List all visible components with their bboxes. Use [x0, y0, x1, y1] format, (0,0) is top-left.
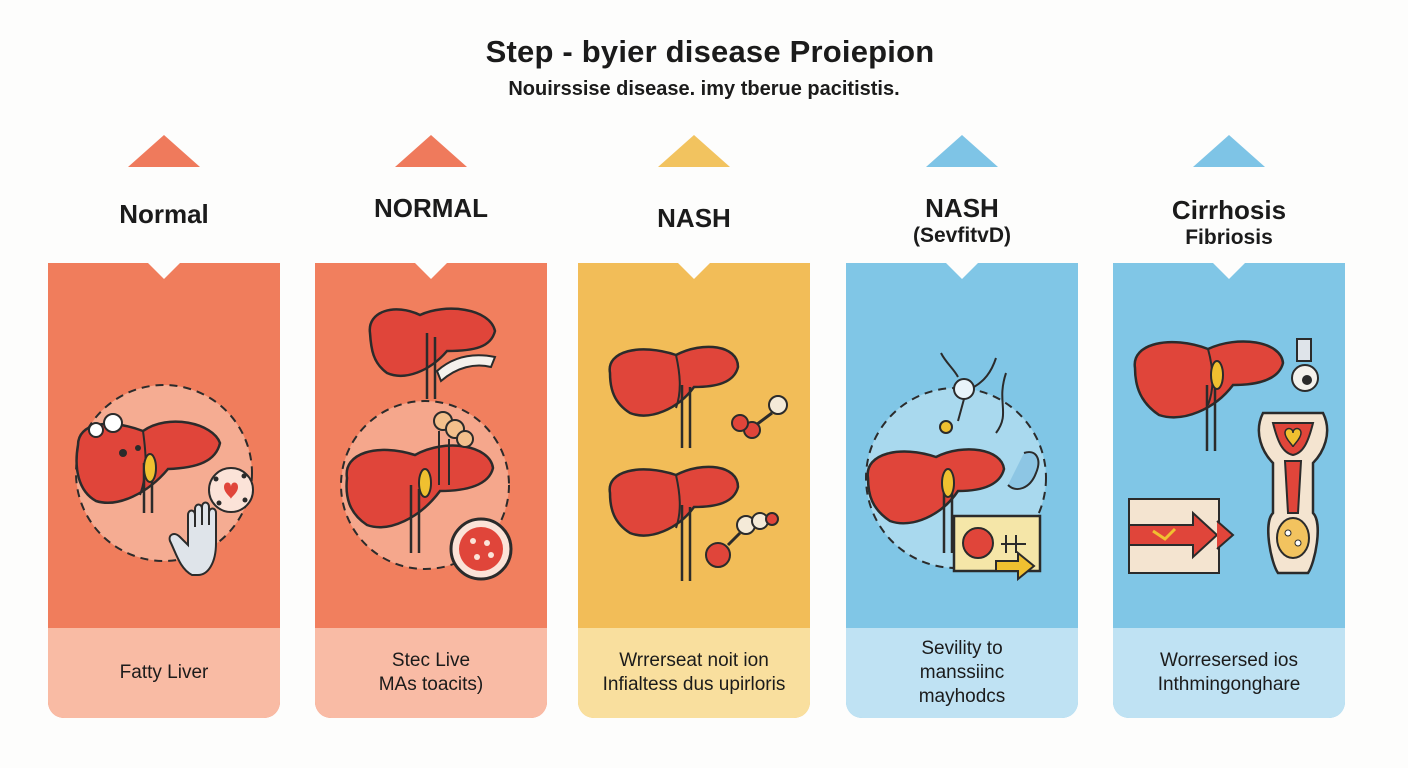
stage-footer-line: Worresersed ios [1160, 650, 1298, 671]
nash-illustration [608, 345, 788, 581]
stage-marker-triangle [128, 135, 200, 167]
stage-footer: Worresersed ios Inthmingonghare [1113, 628, 1345, 718]
probe-icon-2 [705, 512, 779, 568]
page-subtitle: Nouirssise disease. imy tberue pacitisti… [508, 78, 900, 100]
fatty-liver-illustration [75, 384, 254, 576]
stage-cirrhosis: Cirrhosis Fibriosis [1113, 0, 1345, 768]
stage-heading: NORMAL [315, 193, 547, 223]
stage-card: Fatty Liver [48, 263, 280, 718]
cell-icon [449, 517, 513, 581]
liver-icon-2 [608, 465, 740, 581]
card-notch [1212, 262, 1246, 279]
stage-normal-2: NORMAL [315, 0, 547, 768]
stage-footer: Wrrerseat noit ion Infialtess dus upirlo… [578, 628, 810, 718]
stage-card: Sevility to manssiinc mayhodcs [846, 263, 1078, 718]
stage-heading: Cirrhosis Fibriosis [1113, 195, 1345, 251]
stage-footer-line: Inthmingonghare [1157, 674, 1301, 695]
stage-footer-line: Wrrerseat noit ion [619, 650, 769, 671]
stage-footer: Sevility to manssiinc mayhodcs [846, 628, 1078, 718]
card-notch [945, 262, 979, 279]
stage-card: Wrrerseat noit ion Infialtess dus upirlo… [578, 263, 810, 718]
liver-icon [368, 307, 497, 399]
nash-severe-illustration [865, 352, 1047, 582]
stage-title: NASH [657, 203, 731, 233]
card-notch [414, 262, 448, 279]
steatosis-illustration [340, 307, 513, 581]
stage-footer-line: Fatty Liver [119, 662, 209, 683]
stage-footer-line: Stec Live [391, 650, 471, 671]
stage-marker-triangle [1193, 135, 1265, 167]
stage-marker-triangle [658, 135, 730, 167]
liver-icon-large [345, 444, 495, 553]
stage-footer: Stec Live MAs toacits) [315, 628, 547, 718]
cirrhosis-illustration [1128, 338, 1329, 575]
stage-card: Stec Live MAs toacits) [315, 263, 547, 718]
tube-icon [1007, 451, 1040, 490]
stage-nash: NASH [578, 0, 810, 768]
card-notch [677, 262, 711, 279]
stage-footer-line: MAs toacits) [378, 674, 484, 695]
stage-normal: Normal [48, 0, 280, 768]
stage-title: Cirrhosis [1171, 195, 1287, 225]
drop-icon [1291, 338, 1319, 392]
stage-marker-triangle [926, 135, 998, 167]
stage-footer-line: mayhodcs [918, 686, 1006, 707]
stage-footer-line: manssiinc [919, 662, 1005, 683]
stage-title: Normal [119, 199, 209, 229]
stage-footer: Fatty Liver [48, 628, 280, 718]
organ-icon [1257, 411, 1329, 575]
stage-subtitle: Fibriosis [1185, 226, 1273, 249]
stage-footer-line: Sevility to [921, 638, 1003, 659]
stage-marker-triangle [395, 135, 467, 167]
stage-subtitle: (SevfitvD) [912, 224, 1012, 247]
cell-icon [88, 413, 141, 457]
hand-icon [168, 501, 217, 576]
page-title: Step - byier disease Proiepion [485, 34, 935, 69]
stage-heading: NASH [578, 203, 810, 233]
stage-heading: Normal [48, 199, 280, 229]
probe-icon [731, 395, 788, 439]
card-notch [147, 262, 181, 279]
stage-footer-line: Infialtess dus upirloris [602, 674, 786, 695]
stage-card: Worresersed ios Inthmingonghare [1113, 263, 1345, 718]
stage-title: NORMAL [373, 193, 489, 223]
vessel-arrow-icon [1128, 498, 1235, 574]
nerve-icon [939, 352, 1007, 434]
liver-icon [866, 448, 1006, 553]
heart-cell-icon [208, 467, 254, 513]
liver-icon [1133, 340, 1285, 451]
monitor-icon [952, 514, 1042, 582]
liver-icon [608, 345, 740, 448]
fat-cluster-icon [433, 411, 474, 485]
stage-title: NASH [925, 193, 999, 223]
liver-icon [75, 420, 222, 513]
stage-nash-severe: NASH (SevfitvD) [846, 0, 1078, 768]
stage-heading: NASH (SevfitvD) [846, 193, 1078, 249]
